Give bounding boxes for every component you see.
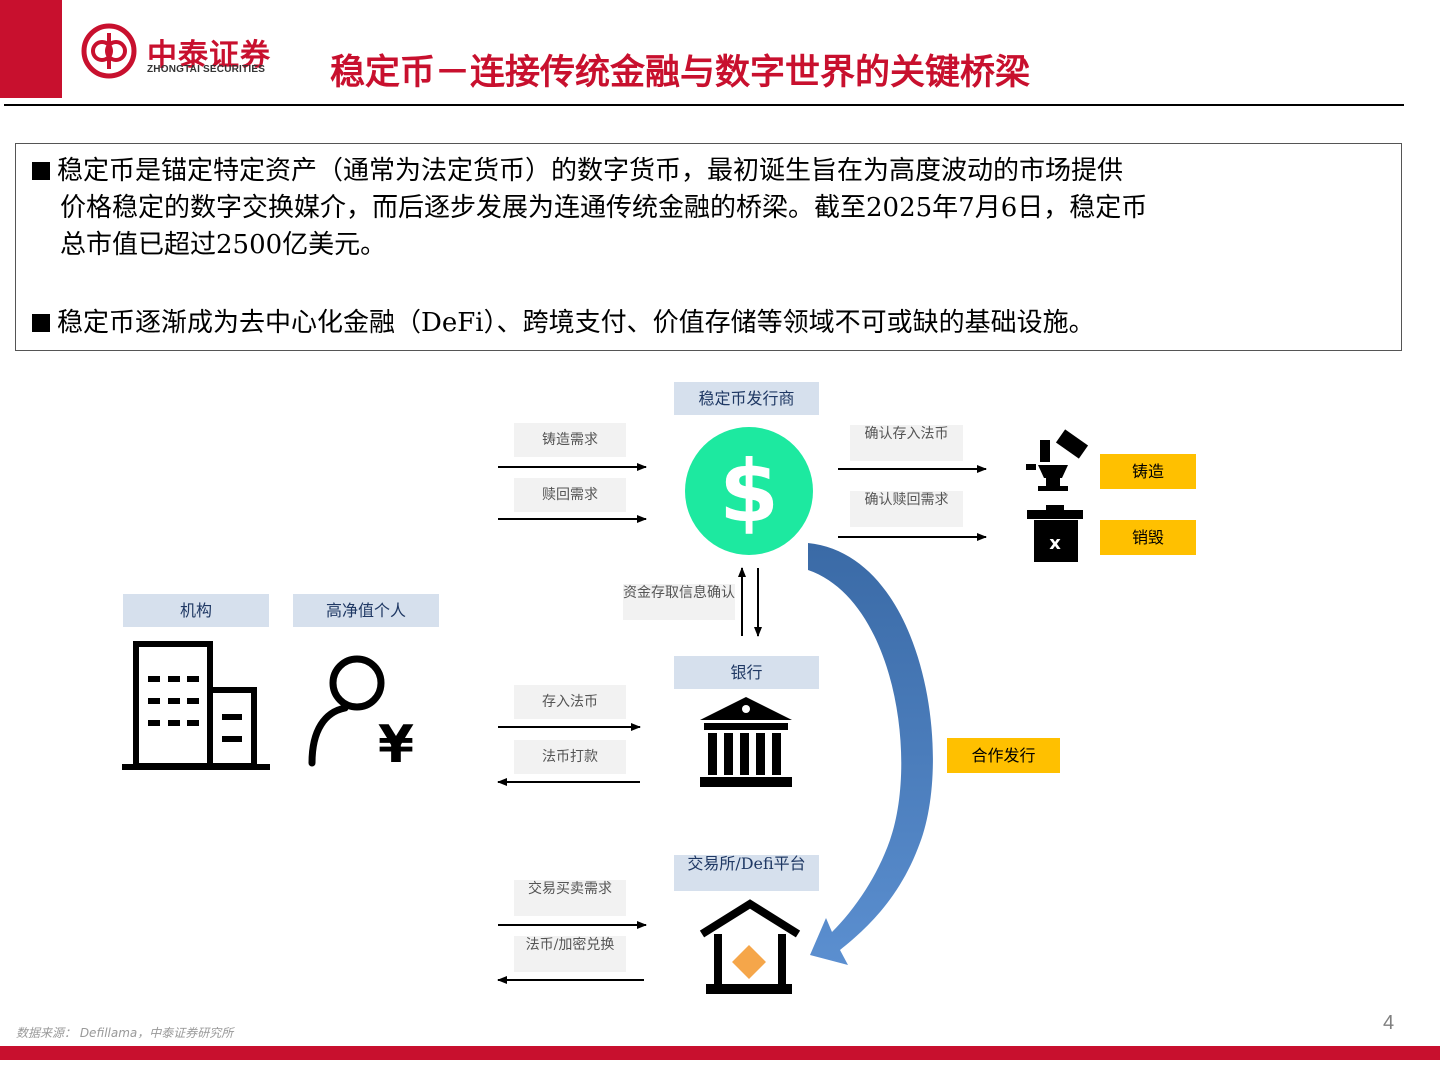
source-note: 数据来源： Defillama，中泰证券研究所 <box>16 1026 234 1040</box>
exchange-icon <box>699 899 801 994</box>
logo-icon <box>81 23 137 79</box>
bullet-square-icon <box>32 314 50 332</box>
bank-label: 银行 <box>674 656 819 689</box>
exchange-label: 交易所/Defi平台 <box>674 855 819 891</box>
building-icon <box>122 641 270 770</box>
confirm-deposit-label: 确认存入法币 <box>850 425 963 461</box>
issuer-label: 稳定币发行商 <box>674 382 819 415</box>
intro-bullet-1-line-3: 总市值已超过2500亿美元。 <box>60 230 387 260</box>
deposit-fiat-label: 存入法币 <box>514 685 626 719</box>
footer-red-bar <box>0 1046 1440 1060</box>
page-number: 4 <box>1383 1012 1395 1034</box>
burn-label: 销毁 <box>1100 520 1196 555</box>
intro-bullet-1: 稳定币是锚定特定资产（通常为法定货币）的数字货币，最初诞生旨在为高度波动的市场提… <box>32 153 1147 264</box>
intro-bullet-2-text: 稳定币逐渐成为去中心化金融（DeFi）、跨境支付、价值存储等领域不可或缺的基础设… <box>57 308 1095 338</box>
coop-issue-curved-arrow <box>808 543 933 965</box>
intro-bullet-1-line-2: 价格稳定的数字交换媒介，而后逐步发展为连通传统金融的桥梁。截至2025年7月6日… <box>60 193 1148 223</box>
page-title: 稳定币－连接传统金融与数字世界的关键桥梁 <box>330 52 1031 93</box>
intro-bullet-2: 稳定币逐渐成为去中心化金融（DeFi）、跨境支付、价值存储等领域不可或缺的基础设… <box>32 305 1095 342</box>
logo-name: 中泰证券 <box>147 38 271 73</box>
logo-subtitle: ZHONGTAI SECURITIES <box>147 64 266 75</box>
trash-icon: x <box>1027 505 1083 562</box>
coin-icon: $ <box>685 427 813 555</box>
hnwi-label: 高净值个人 <box>293 594 439 627</box>
mint-label: 铸造 <box>1100 454 1196 489</box>
gavel-icon <box>1026 429 1089 491</box>
coop-issue-label: 合作发行 <box>947 738 1060 773</box>
svg-text:$: $ <box>719 442 779 542</box>
intro-bullet-1-line-1: 稳定币是锚定特定资产（通常为法定货币）的数字货币，最初诞生旨在为高度波动的市场提… <box>57 156 1124 186</box>
trade-demand-label: 交易买卖需求 <box>514 880 626 916</box>
person-yen-icon: ¥ <box>308 655 414 775</box>
bullet-square-icon <box>32 162 50 180</box>
svg-text:¥: ¥ <box>378 715 414 775</box>
header-red-bar <box>0 0 62 98</box>
swap-label: 法币/加密兑换 <box>514 936 626 972</box>
redeem-demand-label: 赎回需求 <box>514 478 626 512</box>
institution-label: 机构 <box>123 594 269 627</box>
fiat-payout-label: 法币打款 <box>514 740 626 774</box>
confirm-redeem-label: 确认赎回需求 <box>850 491 963 527</box>
title-divider <box>4 104 1404 106</box>
mint-demand-label: 铸造需求 <box>514 423 626 457</box>
intro-box: 稳定币是锚定特定资产（通常为法定货币）的数字货币，最初诞生旨在为高度波动的市场提… <box>15 143 1402 351</box>
fund-confirm-label: 资金存取信息确认 <box>623 584 735 620</box>
svg-text:x: x <box>1049 533 1061 554</box>
